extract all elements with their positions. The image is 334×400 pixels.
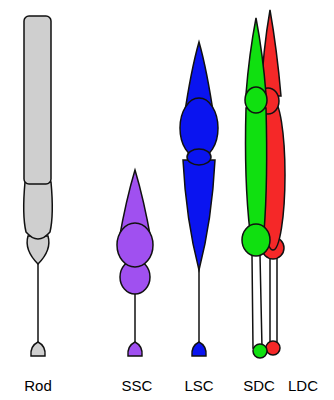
rod-cell — [24, 16, 53, 356]
lsc-cell — [180, 42, 218, 356]
sdc-cell — [242, 18, 270, 358]
cell-type-label: LSC — [184, 378, 213, 393]
cell-type-label: LDC — [288, 378, 318, 393]
cell-type-label: Rod — [24, 378, 52, 393]
ssc-cell — [117, 170, 153, 356]
cell-type-label: SSC — [122, 378, 153, 393]
cell-type-label: SDC — [243, 378, 275, 393]
